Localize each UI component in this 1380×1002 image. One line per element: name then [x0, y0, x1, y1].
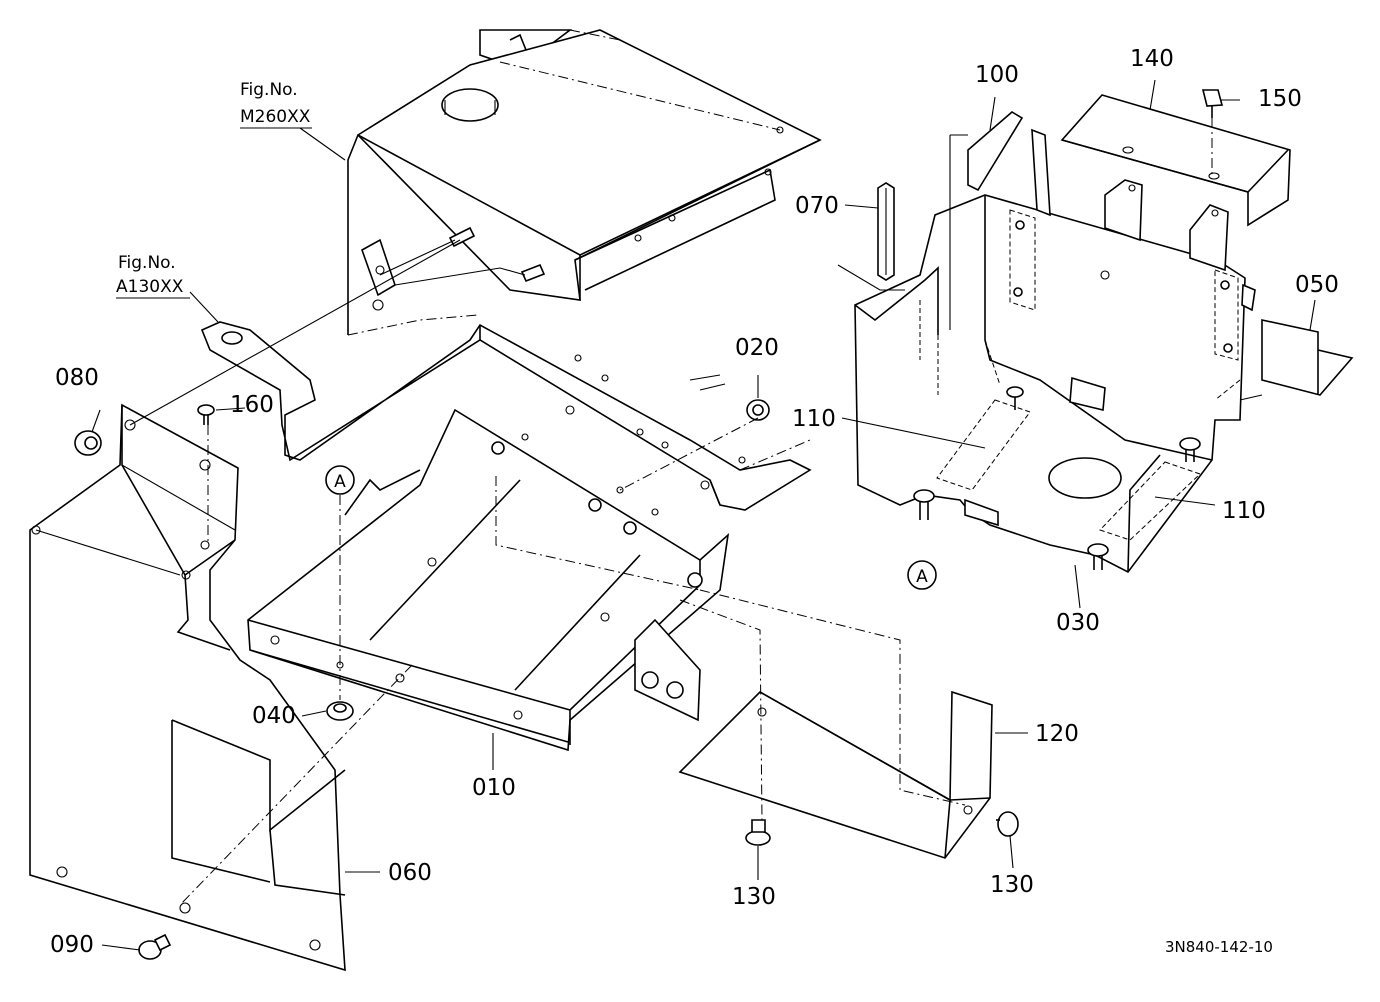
part-labels: 010 020 030 040 050 060 070 080 090 100 …: [50, 46, 1339, 958]
bolt-160: [197, 404, 215, 425]
nut-040: [326, 701, 354, 721]
upper-frame-m260xx: [347, 29, 822, 336]
nut-080: [74, 430, 102, 456]
fig-ref-m260xx: Fig.No. M260XX: [240, 80, 312, 129]
assembly-lines: [35, 61, 1263, 906]
reference-marker-a-left: A: [325, 465, 355, 495]
fig-ref-a130xx: Fig.No. A130XX: [116, 253, 190, 299]
bolt-130-left: [745, 819, 771, 846]
part-label-050: 050: [1295, 272, 1339, 298]
cover-060: [29, 403, 346, 972]
lower-frame-a130xx: [200, 321, 812, 511]
part-label-070: 070: [795, 193, 839, 219]
part-label-160: 160: [230, 392, 274, 418]
part-label-020: 020: [735, 335, 779, 361]
leader-lines: [91, 79, 1316, 951]
part-label-010: 010: [472, 775, 516, 801]
part-label-090: 090: [50, 932, 94, 958]
part-label-060: 060: [388, 860, 432, 886]
pad-100: [967, 111, 1024, 192]
part-label-100: 100: [975, 62, 1019, 88]
part-label-080: 080: [55, 365, 99, 391]
cover-140: [1060, 94, 1291, 272]
strip-070: [877, 182, 895, 281]
battery-box-030: [854, 128, 1256, 574]
bolt-130-right: [996, 811, 1019, 837]
drawing-code: 3N840-142-10: [1165, 938, 1273, 956]
part-label-130: 130: [732, 884, 776, 910]
fig-ref-label: Fig.No.: [118, 253, 176, 273]
part-label-130: 130: [990, 872, 1034, 898]
marker-text: A: [334, 472, 346, 492]
bolt-090: [138, 933, 172, 960]
part-label-140: 140: [1130, 46, 1174, 72]
fig-ref-number: M260XX: [240, 107, 311, 127]
part-label-040: 040: [252, 703, 296, 729]
part-label-110: 110: [792, 406, 836, 432]
bracket-120: [678, 690, 993, 859]
part-label-120: 120: [1035, 721, 1079, 747]
fig-ref-number: A130XX: [116, 277, 184, 297]
part-label-150: 150: [1258, 86, 1302, 112]
part-label-030: 030: [1056, 610, 1100, 636]
part-label-110: 110: [1222, 498, 1266, 524]
bolt-150: [1201, 89, 1224, 118]
marker-text: A: [916, 567, 928, 587]
reference-marker-a-right: A: [907, 560, 937, 590]
bracket-050: [1261, 319, 1354, 396]
battery-tray-010: [247, 408, 730, 752]
nut-020: [746, 399, 770, 421]
fig-ref-label: Fig.No.: [240, 80, 298, 100]
